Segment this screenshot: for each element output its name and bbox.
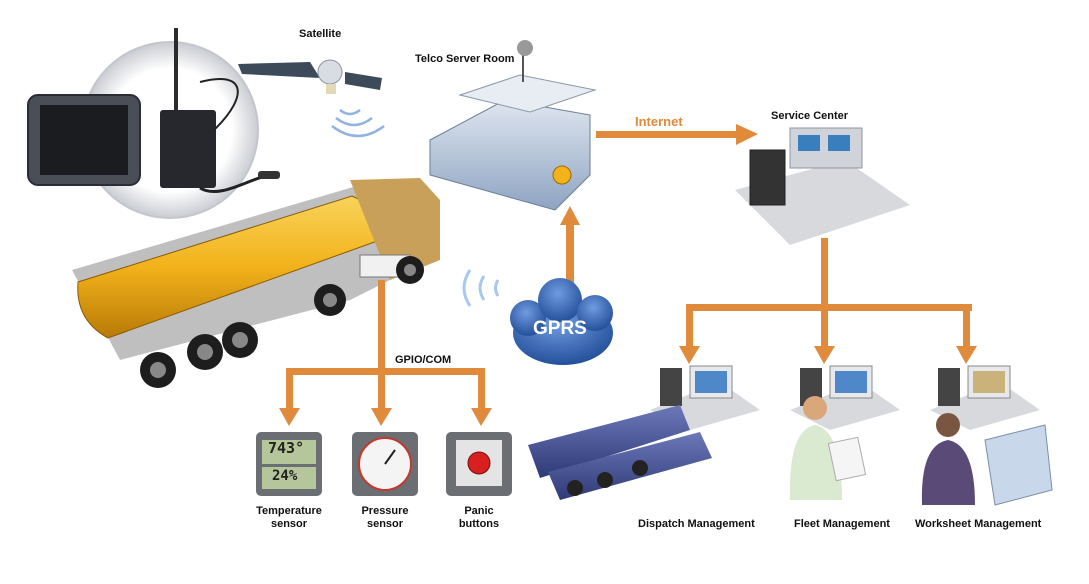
gprs-uplink-arrow bbox=[560, 206, 580, 295]
service-center-label: Service Center bbox=[771, 110, 849, 122]
satellite-label: Satellite bbox=[299, 28, 342, 40]
dispatch-management-station bbox=[528, 365, 760, 500]
satellite-icon bbox=[238, 59, 385, 138]
gpio-com-label: GPIO/COM bbox=[395, 354, 452, 366]
pressure-sensor bbox=[352, 432, 418, 496]
temperature-sensor bbox=[256, 432, 322, 496]
tanker-truck bbox=[72, 178, 440, 388]
service-center-workstation bbox=[735, 127, 910, 245]
worksheet-management-station bbox=[921, 365, 1053, 506]
temp-reading-top: 743° bbox=[268, 439, 305, 457]
fleet-management-label: Fleet Management bbox=[794, 518, 890, 530]
fleet-management-station bbox=[789, 365, 900, 500]
temp-reading-bottom: 24% bbox=[272, 468, 298, 484]
wireless-signal-icon bbox=[462, 269, 500, 307]
pressure-sensor-label: Pressure sensor bbox=[361, 505, 409, 530]
telco-server-room-building bbox=[429, 40, 597, 211]
dispatch-management-label: Dispatch Management bbox=[638, 518, 755, 530]
panic-button bbox=[446, 432, 512, 496]
internet-arrow bbox=[596, 124, 758, 145]
gprs-cloud bbox=[510, 278, 613, 365]
panic-buttons-label: Panic buttons bbox=[458, 505, 500, 530]
distribution-arrows bbox=[679, 238, 977, 364]
telco-server-room-label: Telco Server Room bbox=[415, 53, 515, 65]
gprs-label: GPRS bbox=[533, 318, 587, 339]
temperature-sensor-label: Temperature sensor bbox=[256, 505, 322, 530]
gpio-com-arrows bbox=[279, 280, 492, 426]
internet-label: Internet bbox=[635, 114, 683, 129]
onboard-terminal-device bbox=[27, 28, 280, 219]
worksheet-management-label: Worksheet Management bbox=[915, 518, 1042, 530]
